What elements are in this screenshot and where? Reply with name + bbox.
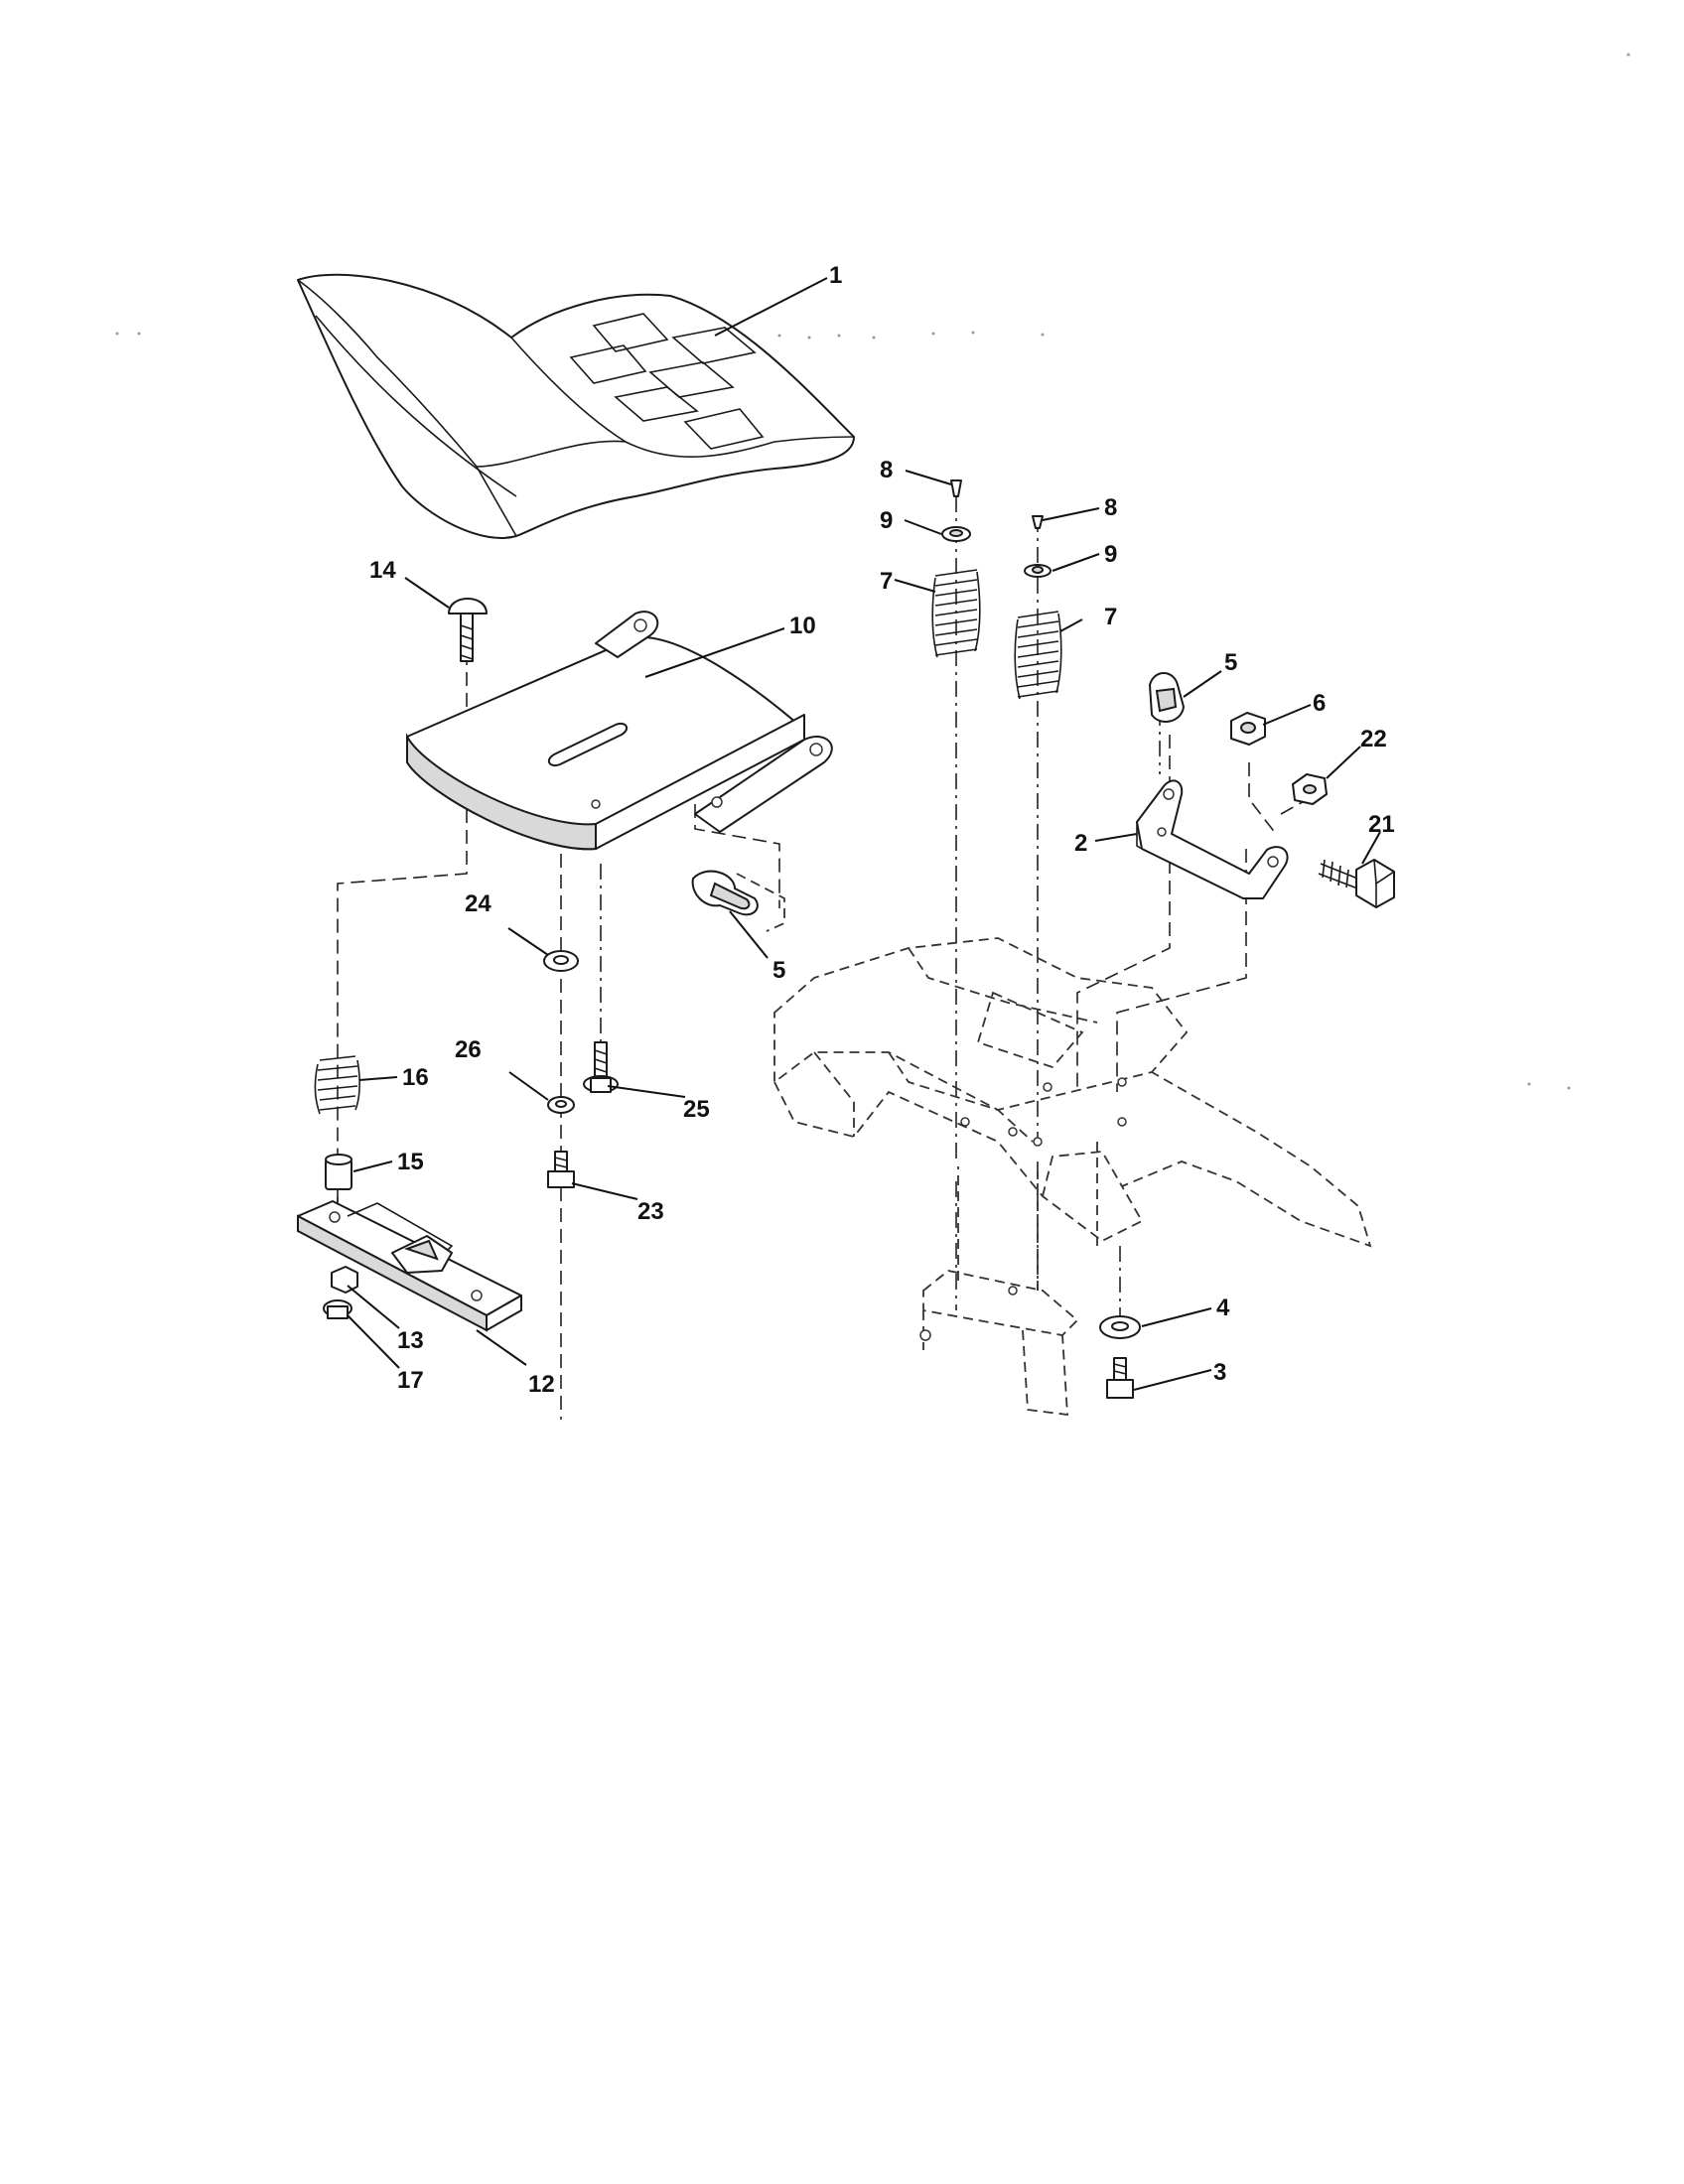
spring-part-16 [314, 1055, 360, 1115]
callout-21: 21 [1368, 811, 1395, 838]
callout-13: 13 [397, 1327, 424, 1354]
bolt-part-23 [547, 1151, 575, 1188]
seat-pan-part-10 [406, 611, 833, 851]
callout-8-left: 8 [880, 457, 893, 483]
seat-part-1 [297, 273, 855, 539]
nut-part-17 [323, 1299, 352, 1319]
callout-25: 25 [683, 1096, 710, 1123]
nut-part-13 [331, 1266, 358, 1294]
callout-7-right: 7 [1104, 604, 1117, 630]
callout-8-right: 8 [1104, 494, 1117, 521]
tractor-frame-phantom [773, 937, 1372, 1417]
callout-2: 2 [1074, 830, 1087, 857]
pin-part-8-left [950, 479, 962, 497]
callout-4: 4 [1216, 1295, 1230, 1321]
pin-part-8-right [1032, 515, 1044, 529]
callout-6: 6 [1313, 690, 1326, 717]
washer-part-24 [543, 950, 579, 972]
callout-17: 17 [397, 1367, 424, 1394]
callout-labels: 1 14 10 8 9 7 8 9 7 5 6 22 21 2 5 24 26 … [369, 262, 1395, 1398]
spacer-part-15 [325, 1154, 352, 1190]
callout-26: 26 [455, 1036, 482, 1063]
callout-10: 10 [789, 613, 816, 639]
callout-24: 24 [465, 890, 491, 917]
callout-9-right: 9 [1104, 541, 1117, 568]
bolt-part-3 [1106, 1357, 1134, 1399]
callout-16: 16 [402, 1064, 429, 1091]
callout-1: 1 [829, 262, 842, 289]
callout-5-left: 5 [772, 957, 785, 984]
bolt-part-21 [1318, 859, 1395, 908]
callout-3: 3 [1213, 1359, 1226, 1386]
callout-7-left: 7 [880, 568, 893, 595]
spring-part-7-right [1014, 611, 1062, 700]
slide-plate-part-12 [297, 1200, 522, 1332]
callout-12: 12 [528, 1371, 555, 1398]
bolt-part-25 [583, 1041, 619, 1093]
callout-23: 23 [637, 1198, 664, 1225]
callout-9-left: 9 [880, 507, 893, 534]
callout-14: 14 [369, 557, 396, 584]
nut-part-6 [1230, 712, 1266, 746]
nut-part-22 [1292, 773, 1328, 805]
lock-washer-part-26 [547, 1096, 575, 1114]
washer-part-9-left [941, 526, 971, 542]
leader-lines [347, 277, 1381, 1391]
washer-part-4 [1099, 1315, 1141, 1339]
callout-5-right: 5 [1224, 649, 1237, 676]
callout-15: 15 [397, 1149, 424, 1175]
bracket-part-2 [1136, 779, 1289, 899]
callout-22: 22 [1360, 726, 1387, 752]
knob-part-5-right [1149, 672, 1185, 723]
knob-part-5-left [691, 870, 785, 932]
spring-part-7-left [931, 569, 981, 658]
washer-part-9-right [1024, 564, 1052, 578]
carriage-bolt-part-14 [448, 598, 488, 662]
scan-specks [115, 53, 1630, 1090]
